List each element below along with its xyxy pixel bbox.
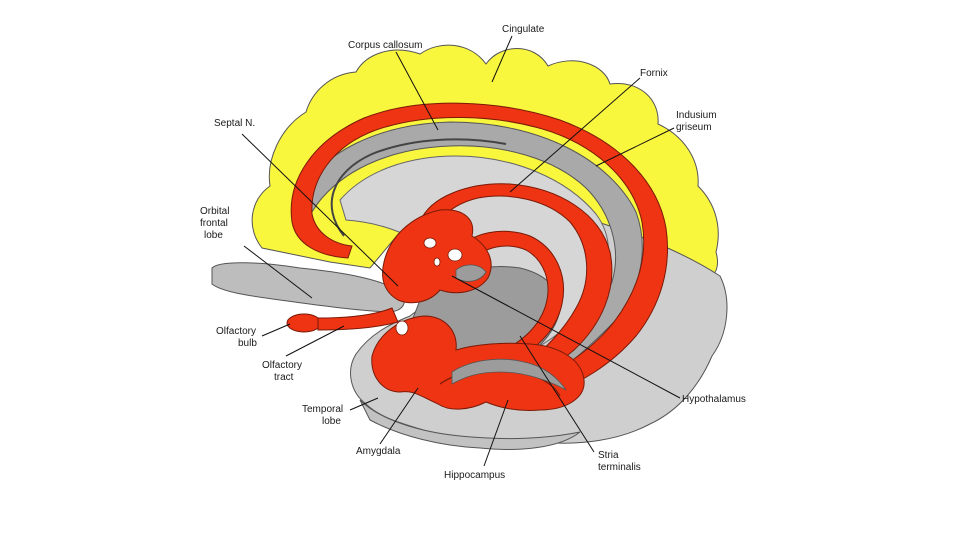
label-temporal: Temporal lobe — [302, 404, 346, 427]
amygdala-hole — [395, 320, 409, 336]
label-septal: Septal N. — [214, 118, 255, 129]
leader-cingulate — [491, 35, 513, 83]
label-stria: Stria terminalis — [598, 450, 641, 473]
leader-temporal — [349, 397, 379, 411]
mass-hole-3 — [433, 257, 441, 267]
label-indusium: Indusium griseum — [676, 110, 719, 133]
label-temporal-line1: Temporal — [302, 404, 343, 415]
label-stria-line1: Stria — [598, 450, 619, 461]
label-indusium-line1: Indusium — [676, 110, 717, 121]
label-hypothalamus: Hypothalamus — [682, 394, 746, 405]
leader-orbital — [243, 245, 313, 299]
leader-indusium — [595, 127, 675, 167]
label-olfactory-tract-line1: Olfactory — [262, 360, 302, 371]
mass-gray-notch — [455, 264, 487, 282]
corpus-callosum-line — [330, 138, 507, 237]
hippocampus-fold-gray — [451, 358, 567, 391]
label-olfactory-tract-line2: tract — [274, 372, 294, 383]
label-orbital-line2: frontal — [200, 218, 228, 229]
label-olfactory-bulb-line1: Olfactory — [216, 326, 256, 337]
label-cingulate: Cingulate — [502, 24, 545, 35]
label-orbital-line1: Orbital — [200, 206, 229, 217]
temporal-lobe-region — [359, 399, 581, 450]
label-stria-line2: terminalis — [598, 462, 641, 473]
label-temporal-line2: lobe — [322, 416, 341, 427]
leader-corpus-callosum — [395, 51, 439, 131]
leader-hypothalamus — [451, 275, 681, 399]
leader-fornix — [509, 77, 641, 193]
mass-hole-1 — [423, 237, 437, 249]
leader-amygdala — [379, 387, 419, 445]
label-olfactory-bulb: Olfactory bulb — [216, 326, 259, 349]
label-hippocampus: Hippocampus — [444, 470, 505, 481]
label-olfactory-tract: Olfactory tract — [262, 360, 305, 383]
label-orbital-line3: lobe — [204, 230, 223, 241]
label-orbital: Orbital frontal lobe — [200, 206, 232, 241]
label-corpus-callosum: Corpus callosum — [348, 40, 422, 51]
leader-stria — [519, 335, 595, 453]
leader-hippocampus — [483, 399, 509, 467]
orbital-frontal-lobe — [211, 262, 405, 313]
label-olfactory-bulb-line2: bulb — [238, 338, 257, 349]
mass-hole-2 — [447, 248, 463, 262]
leader-septal — [241, 133, 399, 287]
leader-olfactory-tract — [285, 325, 345, 357]
leader-olfactory-bulb — [261, 323, 291, 337]
label-amygdala: Amygdala — [356, 446, 401, 457]
olfactory-bulb-shape — [286, 313, 322, 333]
cingulate-red-arch — [290, 102, 669, 395]
label-fornix: Fornix — [640, 68, 668, 79]
label-indusium-line2: griseum — [676, 122, 712, 133]
olfactory-tract-shape — [317, 307, 399, 331]
